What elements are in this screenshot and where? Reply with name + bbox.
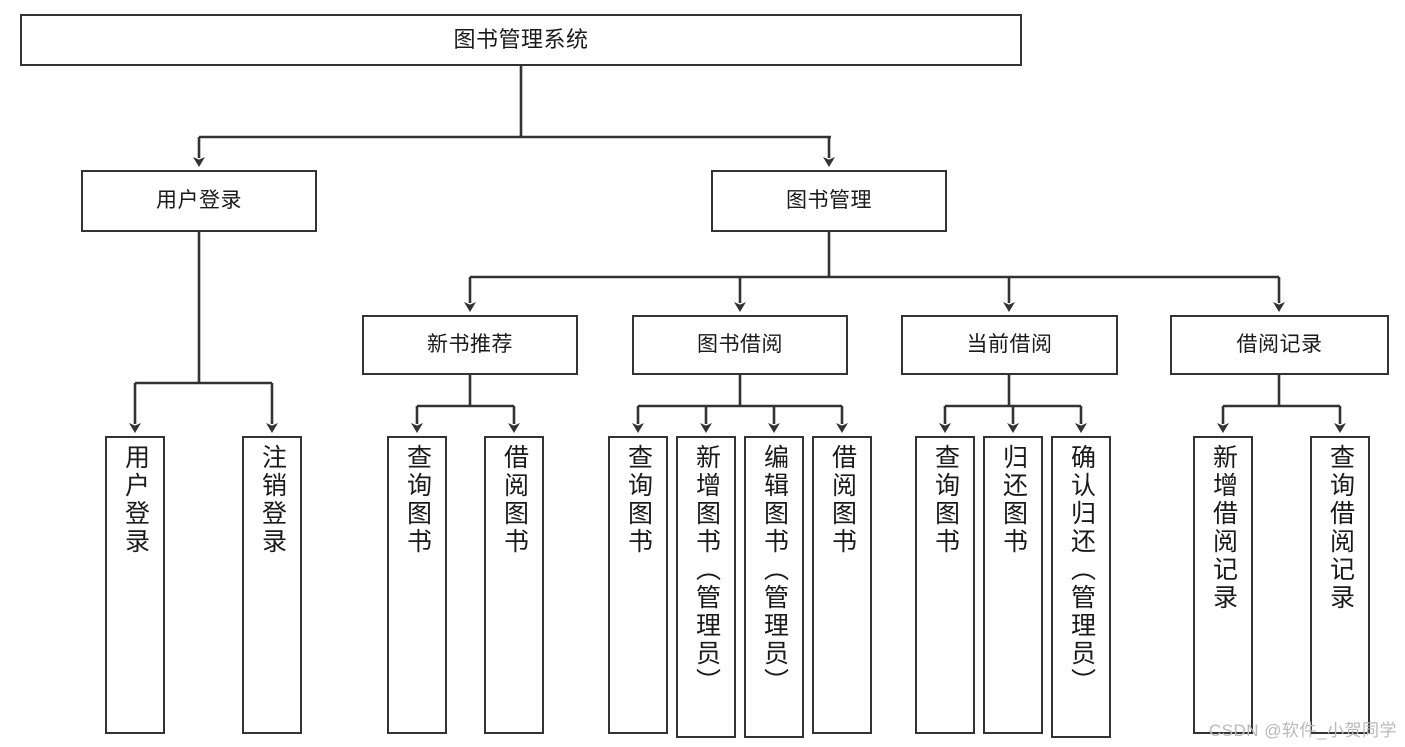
node-leaf-borrow-book-1-label: 借阅图书 (500, 444, 529, 556)
node-leaf-return-book-label: 归还图书 (999, 444, 1028, 556)
node-book-borrow-label: 图书借阅 (697, 332, 783, 356)
node-leaf-query-book-3-label: 查询图书 (931, 444, 960, 556)
node-leaf-user-login[interactable]: 用户登录 (105, 436, 165, 734)
node-leaf-return-book[interactable]: 归还图书 (983, 436, 1043, 734)
node-leaf-borrow-book-2[interactable]: 借阅图书 (812, 436, 872, 734)
node-leaf-query-book-3[interactable]: 查询图书 (915, 436, 975, 734)
node-book-manage[interactable]: 图书管理 (711, 170, 947, 232)
node-leaf-add-book[interactable]: 新增图书（管理员） (676, 436, 736, 738)
node-root[interactable]: 图书管理系统 (20, 14, 1022, 66)
node-root-label: 图书管理系统 (453, 27, 589, 53)
node-leaf-query-record-label: 查询借阅记录 (1326, 444, 1355, 612)
node-leaf-query-book-2[interactable]: 查询图书 (608, 436, 668, 734)
node-leaf-add-record[interactable]: 新增借阅记录 (1193, 436, 1253, 734)
node-current-borrow[interactable]: 当前借阅 (901, 315, 1118, 375)
node-leaf-query-book-2-label: 查询图书 (624, 444, 653, 556)
node-leaf-confirm-return-label: 确认归还（管理员） (1067, 444, 1096, 696)
node-leaf-add-record-label: 新增借阅记录 (1209, 444, 1238, 612)
node-new-book-recommend[interactable]: 新书推荐 (362, 315, 578, 375)
node-leaf-query-record[interactable]: 查询借阅记录 (1310, 436, 1370, 734)
node-leaf-user-logout[interactable]: 注销登录 (242, 436, 302, 734)
node-leaf-query-book-1[interactable]: 查询图书 (387, 436, 447, 734)
node-leaf-borrow-book-1[interactable]: 借阅图书 (484, 436, 544, 734)
node-leaf-borrow-book-2-label: 借阅图书 (828, 444, 857, 556)
node-leaf-user-login-label: 用户登录 (121, 444, 150, 556)
node-book-manage-label: 图书管理 (786, 188, 872, 212)
node-borrow-record[interactable]: 借阅记录 (1170, 315, 1389, 375)
node-leaf-add-book-label: 新增图书（管理员） (692, 444, 721, 696)
node-leaf-confirm-return[interactable]: 确认归还（管理员） (1051, 436, 1111, 738)
node-leaf-edit-book-label: 编辑图书（管理员） (760, 444, 789, 696)
node-leaf-query-book-1-label: 查询图书 (403, 444, 432, 556)
node-leaf-edit-book[interactable]: 编辑图书（管理员） (744, 436, 804, 738)
watermark: CSDN @软件_小贺同学 (1208, 721, 1397, 740)
node-user-login-label: 用户登录 (156, 188, 242, 212)
node-book-borrow[interactable]: 图书借阅 (632, 315, 848, 375)
node-user-login[interactable]: 用户登录 (81, 170, 317, 232)
node-leaf-user-logout-label: 注销登录 (258, 444, 287, 556)
node-borrow-record-label: 借阅记录 (1236, 332, 1323, 356)
node-new-book-recommend-label: 新书推荐 (427, 332, 513, 356)
node-current-borrow-label: 当前借阅 (966, 332, 1053, 356)
